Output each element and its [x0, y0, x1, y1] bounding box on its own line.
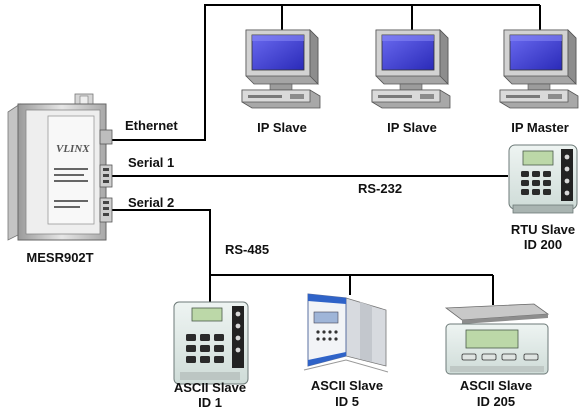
- rs232-label: RS-232: [358, 181, 403, 196]
- device-name-label: MESR902T: [26, 250, 94, 265]
- rtu-slave-label: RTU Slave: [510, 222, 576, 237]
- relay-module-icon: [303, 293, 389, 373]
- ascii-slave-5-id: ID 5: [335, 394, 359, 409]
- rtu-controller-icon: [508, 144, 578, 214]
- ip-master-label: IP Master: [511, 120, 569, 135]
- ethernet-trunk: [110, 4, 540, 141]
- ip-slave-1-label: IP Slave: [257, 120, 307, 135]
- rs485-label: RS-485: [225, 242, 270, 257]
- ethernet-label: Ethernet: [125, 118, 178, 133]
- ascii-slave-1-id: ID 1: [198, 395, 222, 410]
- ascii-slave-205-id: ID 205: [476, 394, 516, 409]
- serial1-label: Serial 1: [128, 155, 175, 170]
- keypad-controller-icon: [173, 301, 249, 385]
- mesr902t-device: VLINX: [7, 93, 113, 241]
- weighing-scale-icon: [445, 303, 549, 375]
- ip-slave-2-label: IP Slave: [387, 120, 437, 135]
- ascii-slave-205-label: ASCII Slave: [459, 378, 533, 393]
- serial2-label: Serial 2: [128, 195, 175, 210]
- ascii-slave-1-label: ASCII Slave: [173, 380, 247, 395]
- rtu-id-label: ID 200: [523, 237, 563, 252]
- vlinx-logo: VLINX: [56, 143, 90, 155]
- rs485-trunk: [110, 209, 493, 276]
- network-links: [110, 4, 541, 305]
- ip-master-icon: [499, 29, 579, 109]
- ip-slave-1-icon: [241, 29, 321, 109]
- ip-slave-2-icon: [371, 29, 451, 109]
- ascii-slave-5-label: ASCII Slave: [310, 378, 384, 393]
